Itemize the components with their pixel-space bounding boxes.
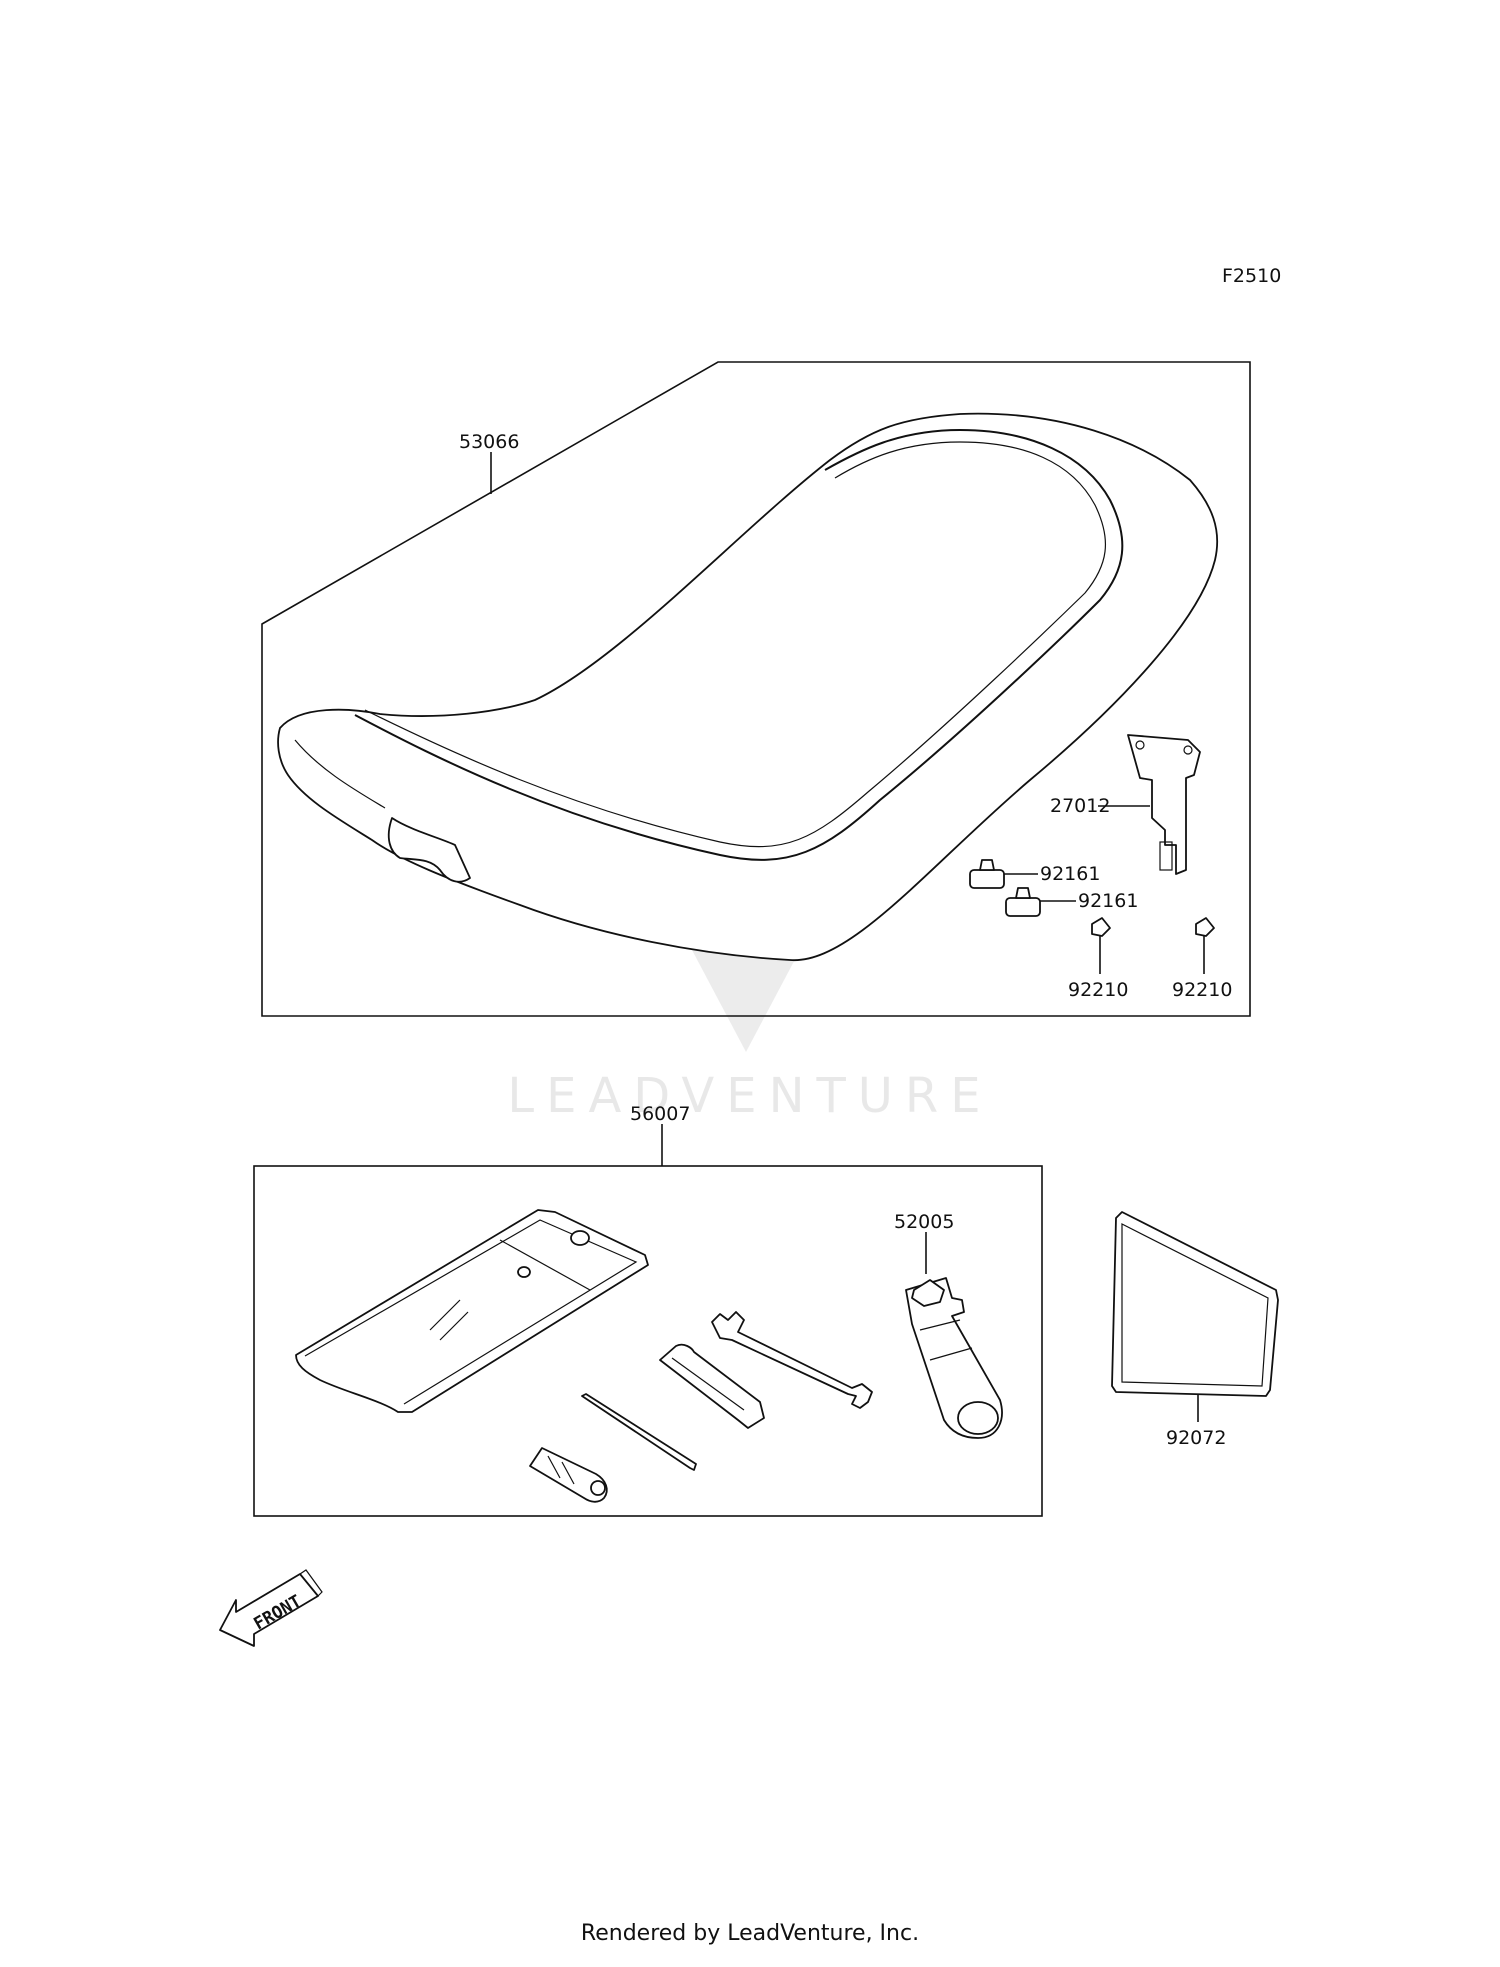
cushion-upper-part-label[interactable]: 92161 — [1040, 863, 1100, 885]
bracket-27012[interactable]: 27012 — [1050, 734, 1201, 875]
watermark: LEADVENTURE — [507, 848, 992, 1124]
cushion-lower-peg — [1015, 887, 1031, 899]
cushion-upper-peg — [979, 859, 995, 871]
front-arrow-icon — [219, 1573, 319, 1647]
cushion-upper-body — [969, 869, 1005, 889]
nut-left-body — [1091, 917, 1111, 937]
spark-plug-wrench-body — [905, 1277, 1003, 1439]
nut-right-part-label[interactable]: 92210 — [1172, 979, 1232, 1001]
open-end-wrench-body — [711, 1311, 873, 1409]
footer-credit: Rendered by LeadVenture, Inc. — [581, 1921, 919, 1946]
screwdriver-shaft-body — [581, 1393, 697, 1471]
seat-hook — [387, 817, 471, 883]
cushion-lower-part-label[interactable]: 92161 — [1078, 890, 1138, 912]
tool-group: 56007 — [253, 1103, 1043, 1517]
manual-inner — [1121, 1223, 1269, 1387]
spark-plug-wrench-part-label[interactable]: 52005 — [894, 1211, 954, 1233]
tool-bag-snap — [570, 1230, 590, 1246]
tool-bag-crease — [429, 1299, 469, 1341]
cushion-lower-92161[interactable]: 92161 — [1005, 887, 1138, 917]
tool-group-frame — [253, 1165, 1043, 1517]
seat-part-label[interactable]: 53066 — [459, 431, 519, 453]
nut-right-body — [1195, 917, 1215, 937]
tool-bag-fold — [499, 1239, 591, 1291]
watermark-v-icon — [692, 950, 800, 1052]
figure-code: F2510 — [1222, 265, 1281, 287]
seat-group-frame — [261, 361, 1251, 1017]
open-end-wrench[interactable] — [711, 1311, 873, 1409]
seat-panel-inner — [364, 441, 1106, 848]
tool-kit-part-label[interactable]: 56007 — [630, 1103, 690, 1125]
manual-part-label[interactable]: 92072 — [1166, 1427, 1226, 1449]
spark-plug-wrench-bands — [919, 1319, 973, 1361]
tool-bag[interactable] — [295, 1209, 649, 1413]
screwdriver-handle-end — [590, 1480, 606, 1496]
nut-left-92210[interactable]: 92210 — [1068, 917, 1128, 1001]
watermark-text: LEADVENTURE — [507, 1068, 992, 1124]
screwdriver-handle[interactable] — [529, 1447, 608, 1503]
manual-outline — [1111, 1211, 1279, 1397]
screwdriver-handle-grip — [547, 1455, 575, 1485]
tool-bag-button — [517, 1266, 531, 1278]
tool-bag-outline — [295, 1209, 649, 1413]
seat-underside-edge — [294, 739, 386, 809]
socket-wrench[interactable] — [659, 1343, 765, 1429]
nut-right-92210[interactable]: 92210 — [1172, 917, 1232, 1001]
spark-plug-wrench-52005[interactable]: 52005 — [894, 1211, 1003, 1439]
cushion-lower-body — [1005, 897, 1041, 917]
seat-panel-outer — [354, 428, 1124, 861]
front-arrow: FRONT — [219, 1569, 323, 1647]
spark-plug-wrench-end — [957, 1401, 999, 1435]
seat-group: 53066 27012 92161 — [261, 361, 1251, 1017]
cushion-upper-92161[interactable]: 92161 — [969, 859, 1100, 889]
front-arrow-depth — [299, 1569, 323, 1597]
manual-92072[interactable]: 92072 — [1111, 1211, 1279, 1449]
spark-plug-wrench-hex — [911, 1279, 945, 1307]
bracket-tab — [1159, 841, 1173, 871]
bracket-body — [1127, 734, 1201, 875]
bracket-part-label[interactable]: 27012 — [1050, 795, 1110, 817]
screwdriver-shaft[interactable] — [581, 1393, 697, 1471]
nut-left-part-label[interactable]: 92210 — [1068, 979, 1128, 1001]
bracket-hole-right — [1183, 745, 1193, 755]
socket-wrench-edge — [671, 1357, 745, 1411]
seat-illustration[interactable] — [277, 412, 1219, 961]
bracket-hole-left — [1135, 740, 1145, 750]
